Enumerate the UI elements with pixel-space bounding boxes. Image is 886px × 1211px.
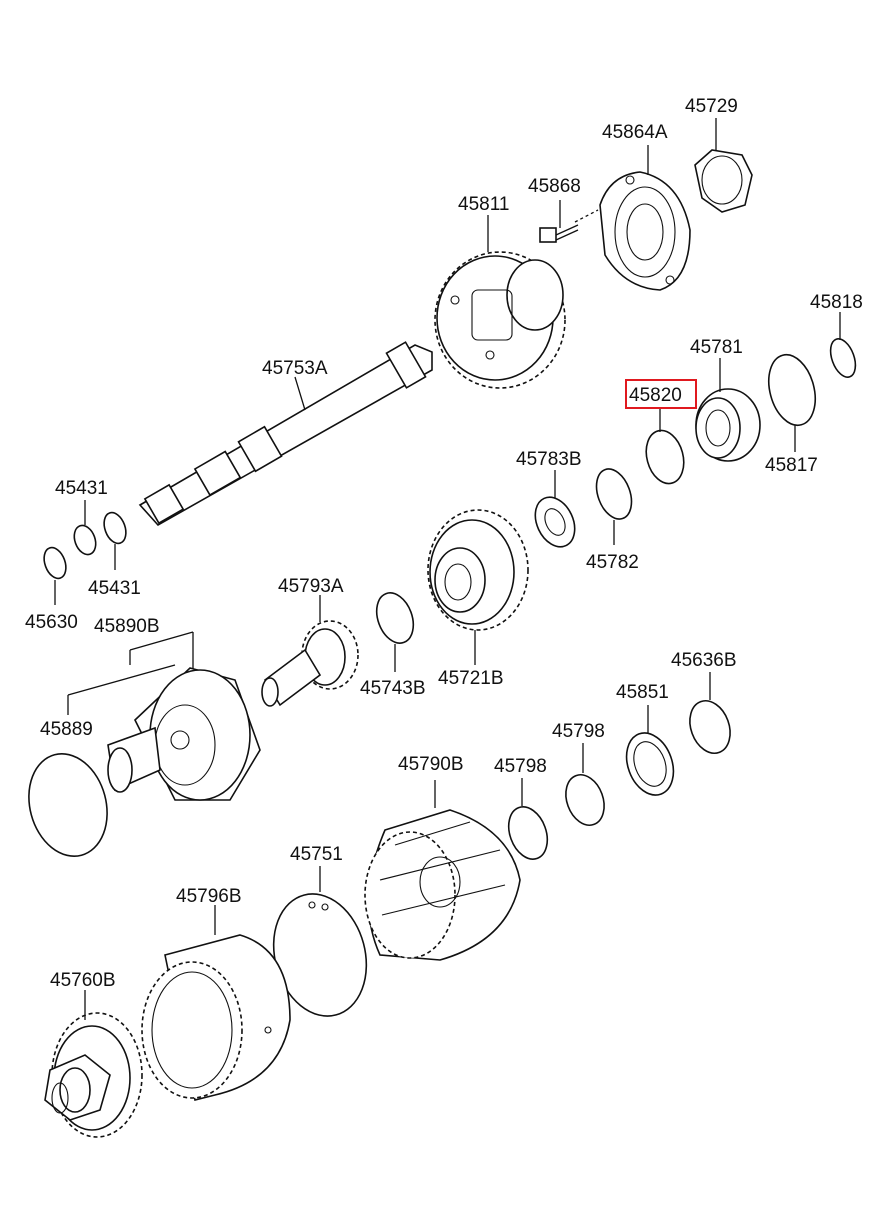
label-45782[interactable]: 45782 <box>586 552 639 573</box>
label-45721B[interactable]: 45721B <box>438 668 504 689</box>
part-45851-washer[interactable] <box>618 705 681 802</box>
part-45721B-gear[interactable] <box>427 509 529 665</box>
label-45790B[interactable]: 45790B <box>398 754 464 775</box>
label-45798-b[interactable]: 45798 <box>494 756 547 777</box>
label-45753A[interactable]: 45753A <box>262 358 328 379</box>
part-45729-nut[interactable] <box>694 118 753 213</box>
part-45782-washer[interactable] <box>590 464 638 545</box>
part-45811-gear[interactable] <box>434 215 566 389</box>
part-45796B-ring-gear[interactable] <box>141 905 291 1101</box>
label-45851[interactable]: 45851 <box>616 682 669 703</box>
part-45783B-washer[interactable] <box>528 470 583 553</box>
part-45798-washer-b[interactable] <box>502 778 554 865</box>
part-45743B-ring[interactable] <box>370 588 420 672</box>
label-45864A[interactable]: 45864A <box>602 122 668 143</box>
label-45743B[interactable]: 45743B <box>360 678 426 699</box>
label-45431-bottom[interactable]: 45431 <box>88 578 141 599</box>
label-45868[interactable]: 45868 <box>528 176 581 197</box>
part-45820-ring[interactable] <box>641 408 690 488</box>
label-45793A[interactable]: 45793A <box>278 576 344 597</box>
part-45760B-gear[interactable] <box>44 990 143 1138</box>
label-45636B[interactable]: 45636B <box>671 650 737 671</box>
label-45796B[interactable]: 45796B <box>176 886 242 907</box>
part-45753A-shaft[interactable] <box>138 341 433 527</box>
label-45630[interactable]: 45630 <box>25 612 78 633</box>
part-45890B-carrier[interactable] <box>67 631 261 801</box>
label-45811[interactable]: 45811 <box>458 194 509 215</box>
label-45798-a[interactable]: 45798 <box>552 721 605 742</box>
part-45431-bottom-ring[interactable] <box>100 510 130 570</box>
part-45818-snap-ring[interactable] <box>826 312 860 381</box>
label-45781[interactable]: 45781 <box>690 337 743 358</box>
label-45817[interactable]: 45817 <box>765 455 818 476</box>
part-45630-ring[interactable] <box>40 545 70 605</box>
part-45798-washer-a[interactable] <box>559 743 611 831</box>
part-45864A-retainer[interactable] <box>599 145 691 291</box>
part-45431-top-ring[interactable] <box>70 500 99 558</box>
part-45636B-washer[interactable] <box>683 672 737 759</box>
part-45868-bolt[interactable] <box>539 200 599 243</box>
label-45751[interactable]: 45751 <box>290 844 343 865</box>
part-45889-ring[interactable] <box>18 745 118 865</box>
label-45783B[interactable]: 45783B <box>516 449 582 470</box>
label-45820[interactable]: 45820 <box>629 385 682 406</box>
part-45793A-gear-shaft[interactable] <box>261 595 359 707</box>
part-45790B-drum[interactable] <box>364 780 521 961</box>
label-45890B[interactable]: 45890B <box>94 616 160 637</box>
part-45781-bearing[interactable] <box>695 358 761 462</box>
highlight-box <box>625 379 697 409</box>
part-45817-snap-ring[interactable] <box>761 350 822 452</box>
label-45818[interactable]: 45818 <box>810 292 863 313</box>
label-45760B[interactable]: 45760B <box>50 970 116 991</box>
label-45889[interactable]: 45889 <box>40 719 93 740</box>
label-45431-top[interactable]: 45431 <box>55 478 108 499</box>
label-45729[interactable]: 45729 <box>685 96 738 117</box>
